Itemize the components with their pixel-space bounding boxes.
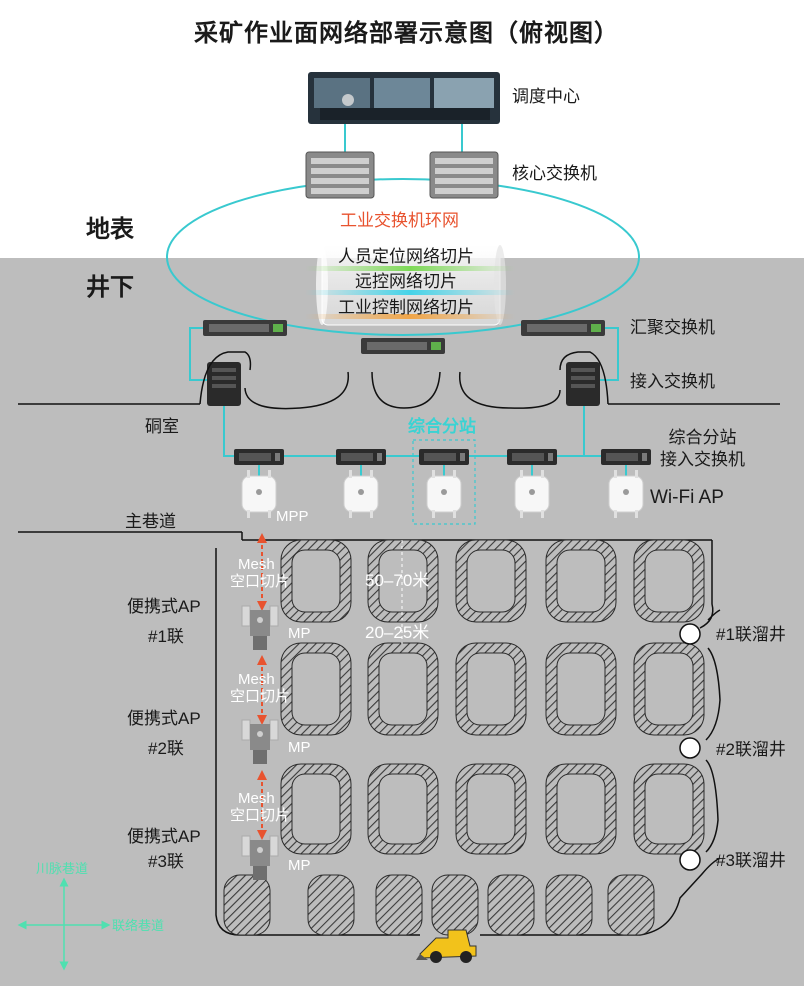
mesh-label-2: Mesh: [238, 671, 275, 688]
aggregation-switch-left: [203, 320, 287, 336]
portable-ap-1-line2: #1联: [148, 627, 184, 646]
drawpoint-3: [375, 874, 423, 936]
wifi-ap-1: [241, 469, 277, 519]
pillar-core-14: [556, 773, 606, 845]
drawpoint-2: [307, 874, 355, 936]
ore-pass-3: [679, 849, 701, 871]
station-switch-3: [419, 449, 469, 465]
width-dimension: 20–25米: [365, 623, 430, 642]
zone-underground: 井下: [86, 274, 134, 301]
portable-ap-3-line1: 便携式AP: [127, 827, 201, 846]
chamber-label: 硐室: [145, 417, 179, 436]
station-access-switch-label: 综合分站 接入交换机: [660, 428, 745, 470]
pillar-core-10: [644, 652, 694, 726]
spacing-dimension: 50–70米: [365, 571, 430, 590]
pillar-core-4: [556, 549, 606, 613]
wifi-ap-4: [514, 469, 550, 519]
diagram-title: 采矿作业面网络部署示意图（俯视图）: [194, 20, 619, 47]
slice-industrial-control: 工业控制网络切片: [338, 298, 474, 317]
core-switch-1: [305, 151, 375, 199]
station-switch-2: [336, 449, 386, 465]
pillar-core-13: [466, 773, 516, 845]
pillar-core-1: [291, 549, 341, 613]
aggregation-switch-right: [521, 320, 605, 336]
drawpoint-6: [545, 874, 593, 936]
portable-ap-2-line2: #2联: [148, 739, 184, 758]
portable-ap-1-line1: 便携式AP: [127, 597, 201, 616]
zone-surface: 地表: [86, 216, 134, 243]
mesh-label-1: Mesh: [238, 556, 275, 573]
aggregation-switch-label: 汇聚交换机: [630, 318, 715, 337]
drawpoint-7: [607, 874, 655, 936]
portable-ap-2-line1: 便携式AP: [127, 709, 201, 728]
ring-network-label: 工业交换机环网: [340, 211, 459, 230]
loader-vehicle-icon: [416, 929, 477, 963]
ore-pass-2: [679, 737, 701, 759]
station-label: 综合分站: [408, 417, 476, 436]
drawpoint-1: [223, 874, 271, 936]
compass-vertical-label: 川脉巷道: [36, 861, 89, 876]
pillar-core-7: [378, 652, 428, 726]
main-roadway-label: 主巷道: [125, 512, 176, 531]
drawpoint-5: [487, 874, 535, 936]
pillar-core-8: [466, 652, 516, 726]
pillar-core-11: [291, 773, 341, 845]
core-switch-label: 核心交换机: [512, 164, 597, 183]
wifi-ap-2: [343, 469, 379, 519]
slice-personnel: 人员定位网络切片: [338, 247, 474, 266]
pillar-core-12: [378, 773, 428, 845]
pillar-core-9: [556, 652, 606, 726]
pillar-grid: [223, 539, 705, 936]
core-switch-2: [429, 151, 499, 199]
wifi-ap-5: [608, 469, 644, 519]
ore-pass-1-label: #1联溜井: [716, 625, 786, 644]
access-switch-left: [207, 362, 241, 406]
slice-remote-control: 远控网络切片: [355, 272, 457, 291]
ore-pass-2-label: #2联溜井: [716, 740, 786, 759]
dispatch-center-label: 调度中心: [512, 87, 580, 106]
mp-label-2: MP: [288, 739, 311, 756]
mp-label-1: MP: [288, 625, 311, 642]
portable-ap-3-line2: #3联: [148, 852, 184, 871]
slice-label-2: 空口切片: [230, 688, 291, 705]
access-switch-right: [566, 362, 600, 406]
ore-pass-1: [679, 623, 701, 645]
slice-label-1: 空口切片: [230, 573, 291, 590]
mpp-label: MPP: [276, 508, 309, 525]
pillar-core-6: [291, 652, 341, 726]
ore-pass-3-label: #3联溜井: [716, 851, 786, 870]
pillar-core-2: [378, 549, 428, 613]
mp-label-3: MP: [288, 857, 311, 874]
access-switch-label: 接入交换机: [630, 372, 715, 391]
wifi-ap-3: [426, 469, 462, 519]
compass-horizontal-label: 联络巷道: [112, 918, 165, 933]
dispatch-center-image: [308, 72, 500, 124]
slice-label-3: 空口切片: [230, 807, 291, 824]
station-switch-4: [507, 449, 557, 465]
station-switch-1: [234, 449, 284, 465]
pillar-core-3: [466, 549, 516, 613]
drawpoint-4: [431, 874, 479, 936]
aggregation-switch-center: [361, 338, 445, 354]
wifi-ap-label: Wi-Fi AP: [650, 487, 724, 508]
mesh-label-3: Mesh: [238, 790, 275, 807]
pillar-core-15: [644, 773, 694, 845]
pillar-core-5: [644, 549, 694, 613]
station-switch-5: [601, 449, 651, 465]
